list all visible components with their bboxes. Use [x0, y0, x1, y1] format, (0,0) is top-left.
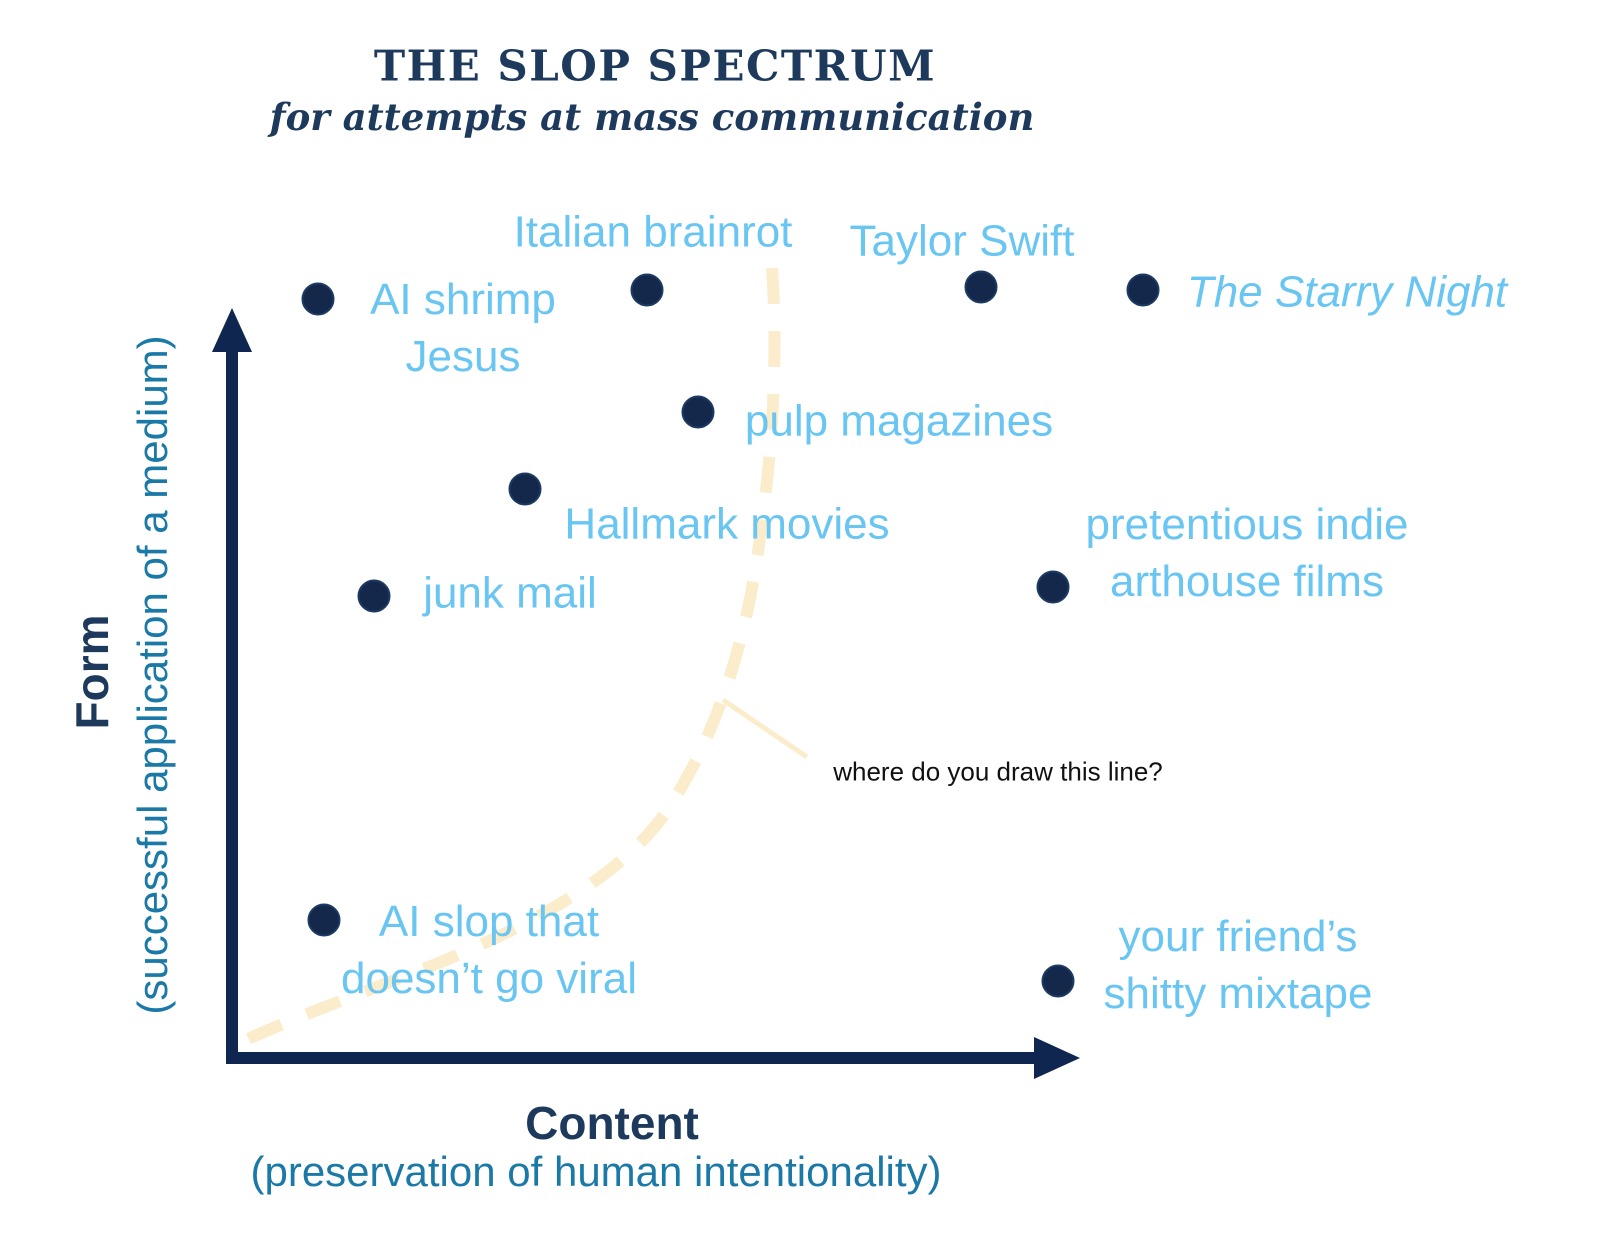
data-point-label-taylor-swift: Taylor Swift	[849, 216, 1075, 266]
annotation-pointer-line	[721, 697, 809, 760]
data-point-label-the-starry-night: The Starry Night	[1186, 267, 1508, 317]
data-point-dot-ai-shrimp-jesus	[301, 282, 335, 316]
x-axis-sublabel: (preservation of human intentionality)	[250, 1148, 942, 1195]
data-point-dot-pretentious-indie-arthouse-films	[1036, 570, 1070, 604]
data-point-label-italian-brainrot: Italian brainrot	[513, 207, 793, 257]
data-point-dot-pulp-magazines	[681, 395, 715, 429]
x-axis-label: Content	[525, 1097, 699, 1149]
slop-divider-dashed-curve	[243, 267, 781, 1046]
data-point-dot-junk-mail	[357, 579, 391, 613]
data-point-dot-the-starry-night	[1126, 273, 1160, 307]
data-point-dot-taylor-swift	[964, 270, 998, 304]
data-point-label-junk-mail: junk mail	[423, 568, 597, 618]
y-axis-label: Form	[66, 614, 118, 730]
chart-subtitle: for attempts at mass communication	[269, 95, 1035, 139]
data-point-label-pulp-magazines: pulp magazines	[744, 396, 1054, 446]
data-point-dot-italian-brainrot	[630, 273, 664, 307]
x-axis-arrowhead-icon	[1034, 1037, 1080, 1079]
data-point-label-hallmark-movies: Hallmark movies	[564, 499, 890, 549]
chart-title: THE SLOP SPECTRUM	[373, 41, 937, 91]
data-point-dot-ai-slop-that-doesnt-go-viral	[307, 903, 341, 937]
data-point-dot-your-friends-shitty-mixtape	[1041, 964, 1075, 998]
divider-annotation: where do you draw this line?	[833, 756, 1163, 787]
y-axis-arrowhead-icon	[212, 308, 252, 352]
y-axis-sublabel: (successful application of a medium)	[129, 335, 176, 1015]
data-point-dot-hallmark-movies	[508, 472, 542, 506]
